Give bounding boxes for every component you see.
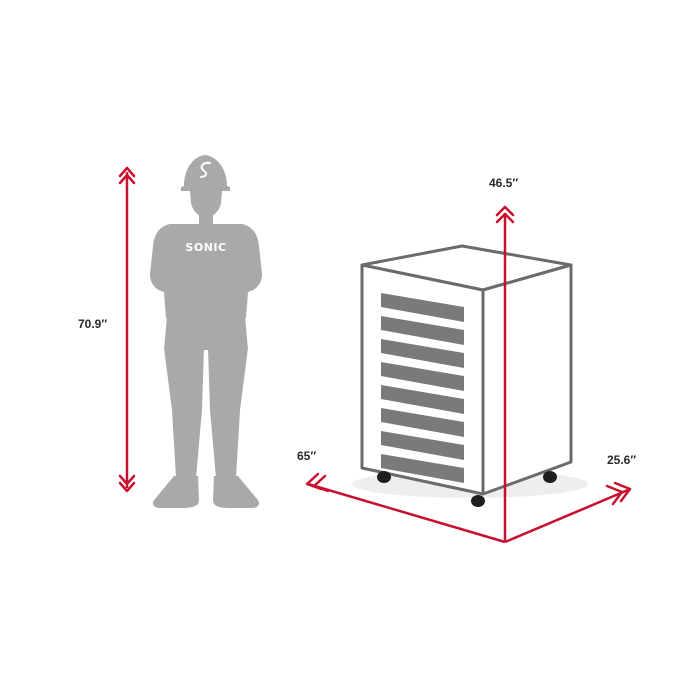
cabinet-depth-label: 25.6″ bbox=[607, 453, 636, 467]
drawer-8 bbox=[381, 454, 464, 483]
person-silhouette bbox=[150, 155, 262, 508]
cabinet-width-label: 65″ bbox=[297, 449, 316, 463]
caster-front-left bbox=[377, 471, 391, 483]
head bbox=[190, 191, 222, 217]
hips bbox=[164, 316, 248, 350]
neck bbox=[199, 214, 213, 224]
drawer-7 bbox=[381, 431, 464, 460]
drawer-1 bbox=[381, 293, 464, 322]
hard-hat-logo-icon bbox=[200, 161, 211, 178]
person-height-dimension: 70.9″ bbox=[78, 166, 136, 493]
left-leg bbox=[164, 348, 204, 478]
cabinet bbox=[360, 244, 573, 507]
drawer-4 bbox=[381, 362, 464, 391]
caster-back-right bbox=[543, 471, 557, 483]
drawer-stack bbox=[381, 293, 464, 483]
right-leg bbox=[208, 348, 248, 478]
cabinet-height-dimension: 46.5″ bbox=[489, 176, 518, 542]
drawer-5 bbox=[381, 385, 464, 414]
right-shoe bbox=[213, 476, 260, 508]
double-chevron-up-icon bbox=[118, 166, 136, 185]
caster-front-right bbox=[471, 495, 485, 507]
double-chevron-left-icon bbox=[305, 472, 330, 493]
crossed-arms bbox=[156, 262, 256, 292]
cabinet-depth-dimension: 25.6″ bbox=[504, 453, 636, 544]
person-height-label: 70.9″ bbox=[78, 317, 107, 331]
cabinet-height-label: 46.5″ bbox=[489, 176, 518, 190]
double-chevron-up-icon bbox=[495, 205, 515, 224]
caster-wheel-icon bbox=[377, 471, 557, 507]
double-chevron-right-icon bbox=[605, 481, 632, 506]
cabinet-width-line bbox=[307, 482, 506, 544]
left-shoe bbox=[152, 476, 199, 508]
cabinet-width-dimension: 65″ bbox=[297, 449, 506, 544]
double-chevron-down-icon bbox=[118, 474, 136, 493]
drawer-2 bbox=[381, 316, 464, 345]
drawer-3 bbox=[381, 339, 464, 368]
cabinet-side bbox=[481, 263, 573, 496]
drawer-6 bbox=[381, 408, 464, 437]
cabinet-depth-line bbox=[504, 488, 629, 544]
shirt-logo-text: SONIC bbox=[185, 241, 226, 254]
